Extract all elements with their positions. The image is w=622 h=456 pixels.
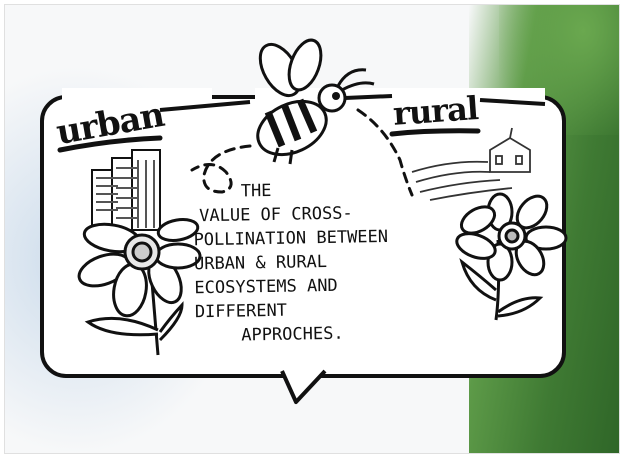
urban-underline: [57, 135, 163, 153]
rural-flower-icon: [455, 192, 568, 321]
rural-label: rural: [391, 89, 480, 133]
rural-underline: [389, 128, 481, 137]
buildings-icon: [91, 149, 161, 231]
farmhouse-icon: [411, 127, 531, 201]
speech-bubble-tail: [280, 368, 327, 404]
bubble-top-line-left: [159, 100, 251, 112]
bee-icon: [256, 38, 375, 165]
bubble-top-line-right: [479, 98, 546, 106]
urban-label-gap: [62, 88, 212, 104]
flight-path-icon: [190, 108, 414, 197]
caption-line-7: APPROCHES.: [241, 323, 344, 346]
caption-text: THE VALUE OF CROSS- POLLINATION BETWEEN …: [189, 176, 462, 349]
urban-flower-icon: [77, 218, 202, 356]
bubble-top-line-mid: [344, 94, 393, 100]
